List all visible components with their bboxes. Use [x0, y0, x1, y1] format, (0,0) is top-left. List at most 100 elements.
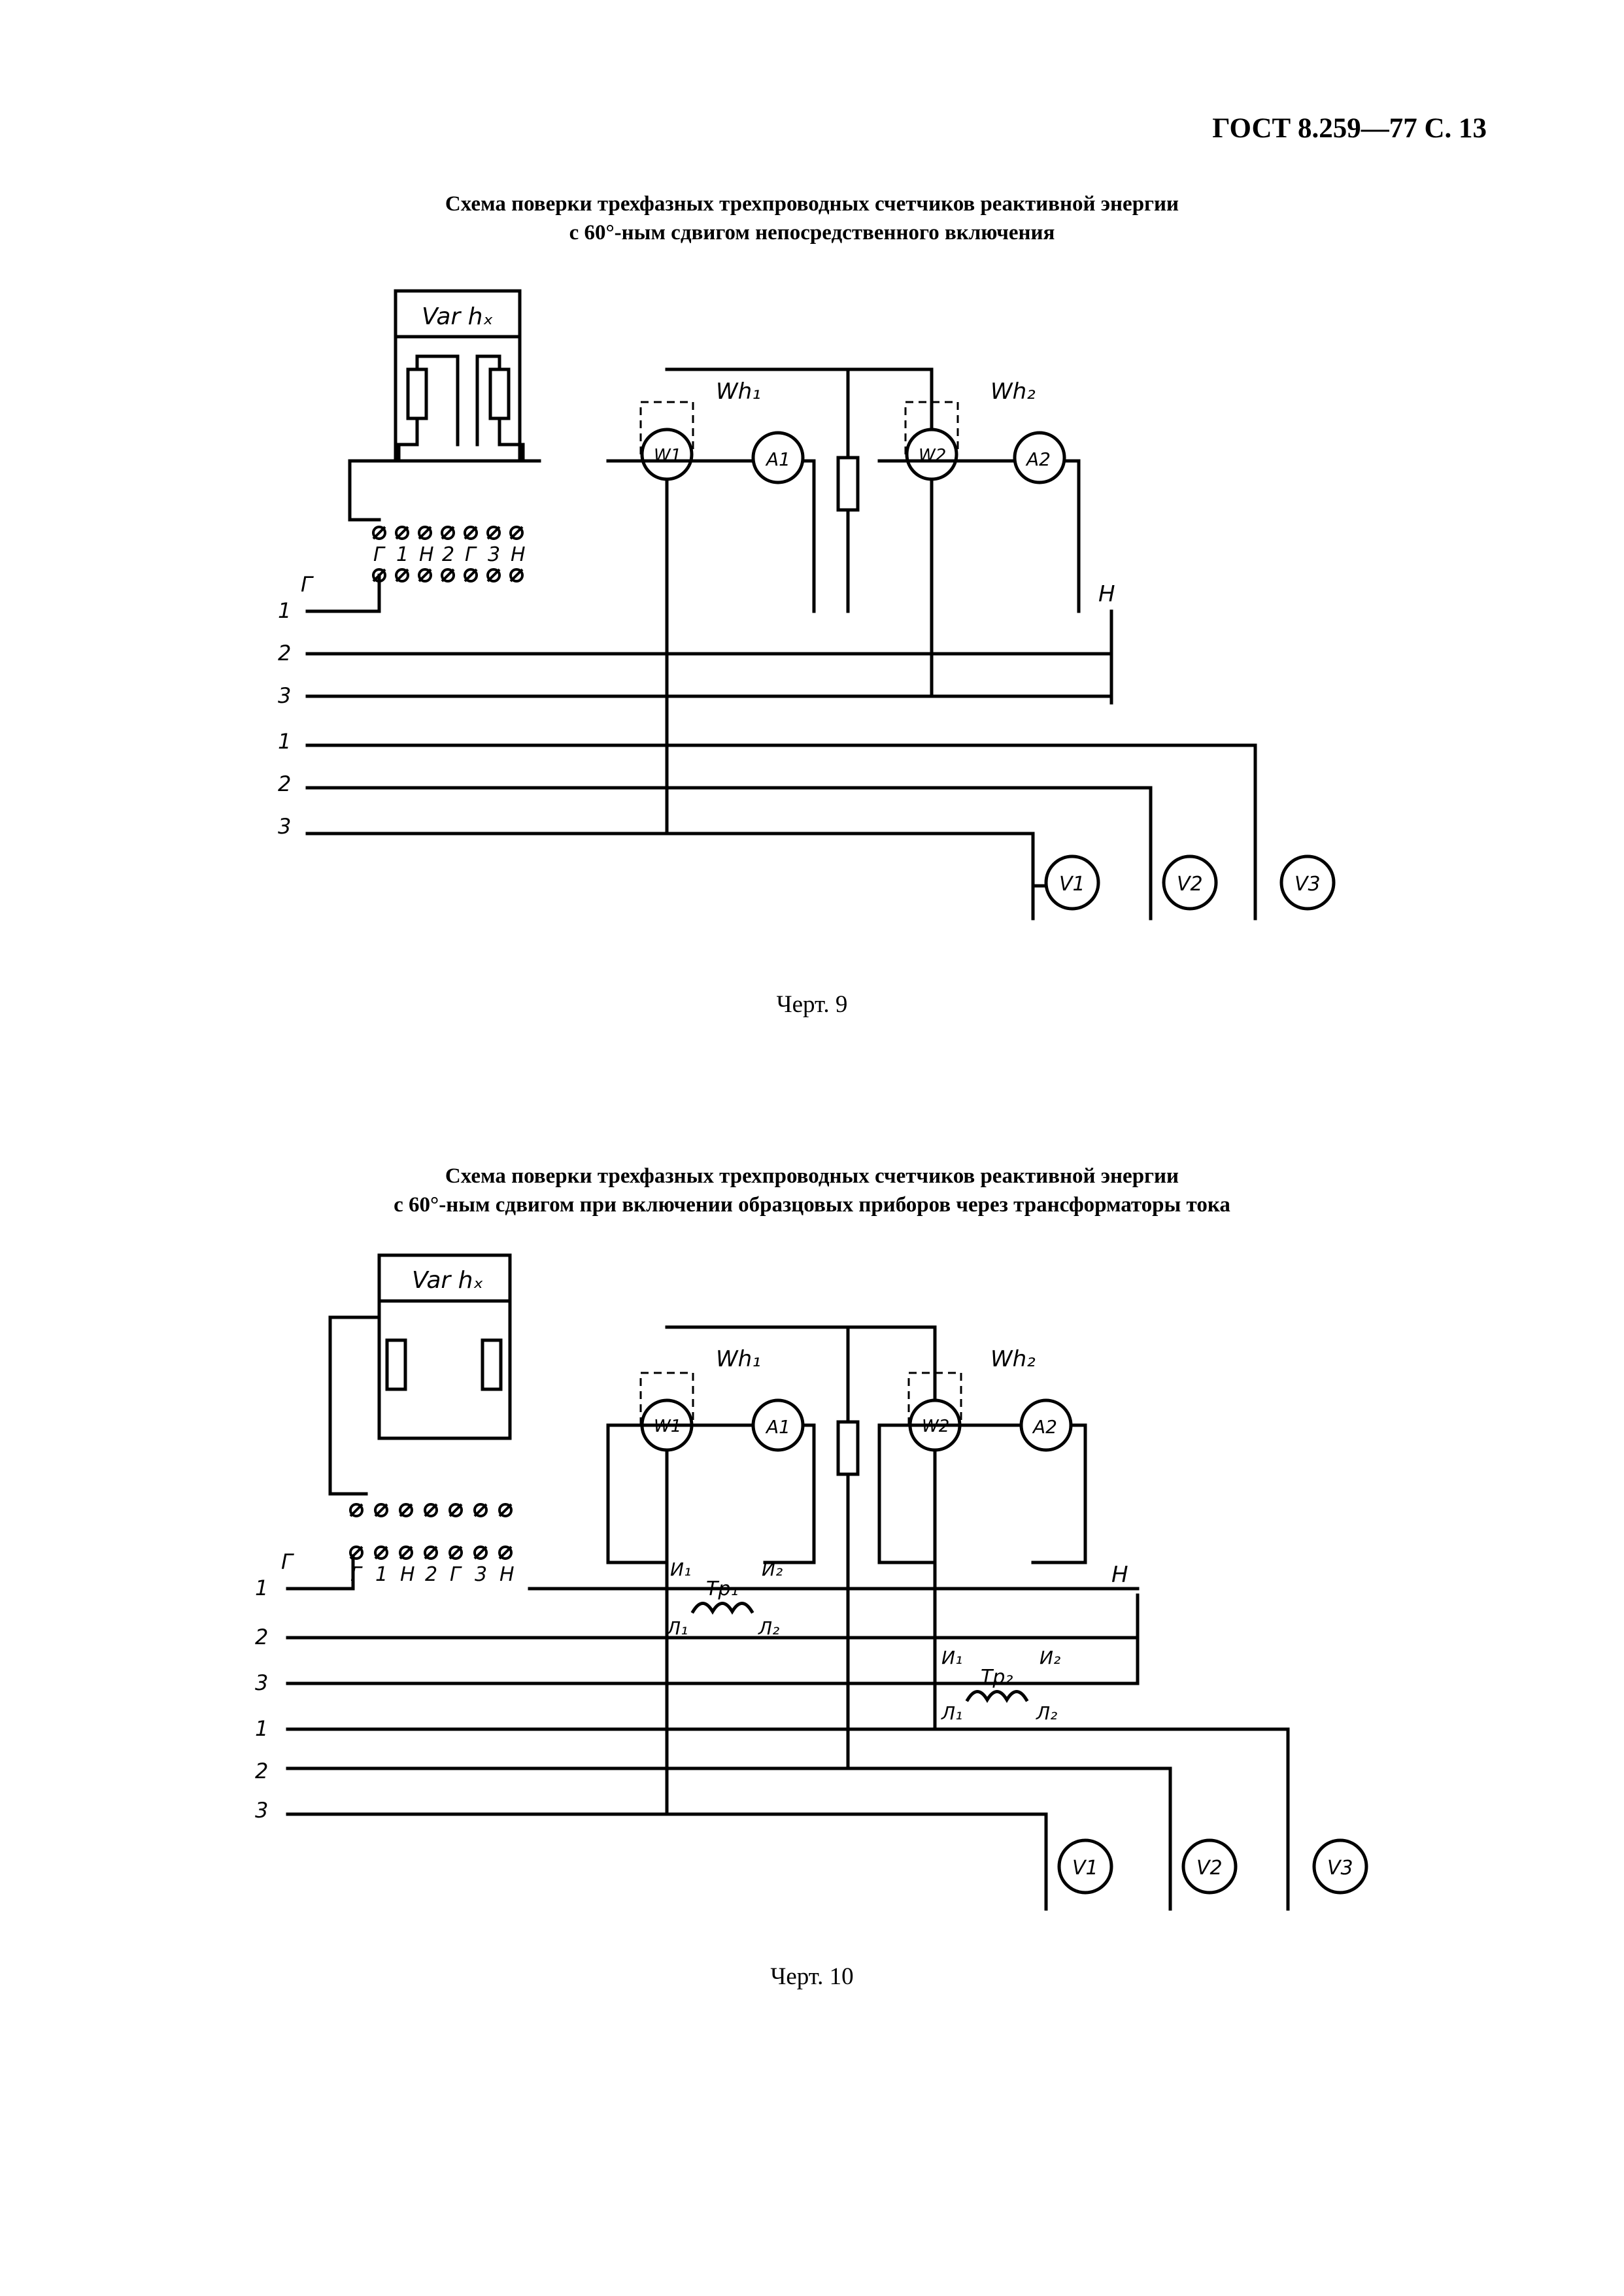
figure10-wh2-tag: Wh₂ — [990, 1346, 1036, 1372]
figure10-label-v3: 3 — [255, 1798, 268, 1823]
figure10-voltmeter-2: V2 — [1181, 1838, 1238, 1895]
figure10-title-line1: Схема поверки трехфазных трехпроводных с… — [445, 1164, 1179, 1188]
figure10-label-v1: 1 — [255, 1716, 268, 1741]
figure9-terminal-slash — [395, 526, 409, 540]
figure10-terminal-label: 1 — [375, 1563, 388, 1586]
figure9-terminal-slash — [486, 526, 501, 540]
figure10-terminal-slash — [399, 1545, 413, 1560]
figure10-line-labels: Г 1 2 3 1 2 3 — [255, 1549, 294, 1823]
figure10-label-2: 2 — [255, 1625, 268, 1649]
figure10-label-G: Г — [281, 1549, 294, 1574]
figure10-terminal-slash — [473, 1503, 488, 1517]
figure10-terminal-slash — [349, 1503, 364, 1517]
figure10-tr2-l1: Л₁ — [941, 1702, 962, 1724]
figure10-terminal-slash — [498, 1503, 513, 1517]
figure10-tr2-i1: И₁ — [941, 1647, 962, 1668]
figure10-voltmeter-1: V1 — [1057, 1838, 1113, 1895]
figure9-voltmeter-2: V2 — [1162, 854, 1218, 911]
figure9-terminal-slash — [509, 526, 524, 540]
figure9-voltmeter-1: V1 — [1031, 854, 1100, 920]
figure10-terminal-label: Н — [499, 1563, 515, 1586]
figure10-terminal-slash — [448, 1503, 463, 1517]
figure9-wattmeter-1: W1 Wh₁ — [639, 379, 761, 481]
figure10-wattmeter-1: W1 Wh₁ — [639, 1346, 761, 1452]
page-header: ГОСТ 8.259—77 С. 13 — [1212, 113, 1487, 144]
figure9-wh2-tag: Wh₂ — [990, 379, 1036, 405]
figure10-terminal-slash — [399, 1503, 413, 1517]
figure10-coil-2 — [481, 1338, 503, 1391]
figure10-transformer-1: Тр₁ И₁ И₂ Л₁ Л₂ — [666, 1559, 783, 1639]
figure9-terminal-slash — [441, 526, 455, 540]
figure9-ammeter-1: A1 — [751, 431, 805, 484]
figure10-ammeter-2: A2 — [1019, 1398, 1073, 1452]
figure10-tr1-l1: Л₁ — [666, 1617, 688, 1639]
figure9-coil-1 — [406, 367, 428, 420]
figure10-terminal-slash — [424, 1545, 438, 1560]
figure10-title-line2: с 60°-ным сдвигом при включении образцов… — [394, 1193, 1230, 1217]
figure9-label-v2: 2 — [278, 771, 291, 796]
figure10-terminal-label: Г — [450, 1563, 462, 1586]
figure9-meter-label: Var hₓ — [422, 303, 493, 330]
figure10-tr1-i2: И₂ — [762, 1559, 783, 1580]
figure9-title-line2: с 60°-ным сдвигом непосредственного вклю… — [569, 221, 1055, 245]
figure9-coil-2 — [488, 367, 511, 420]
figure9-terminal-slash — [464, 568, 478, 582]
figure9-resistor — [836, 456, 860, 512]
figure10-transformer-2: Тр₂ И₁ И₂ Л₁ Л₂ — [941, 1647, 1060, 1724]
figure9-label-1: 1 — [278, 598, 291, 623]
figure9-terminal-slash — [418, 526, 432, 540]
figure9-label-v3: 3 — [278, 814, 291, 839]
figure10-label-1: 1 — [255, 1576, 268, 1600]
figure9-line-labels: Г 1 2 3 1 2 3 — [278, 572, 314, 839]
figure10-voltmeter-3: V3 — [1312, 1838, 1368, 1895]
figure9-label-3: 3 — [278, 683, 291, 708]
figure9-terminal-slash — [464, 526, 478, 540]
figure9-terminal-label: Н — [419, 543, 434, 566]
figure10-neutral-label: Н — [1111, 1562, 1128, 1588]
figure10-label-v2: 2 — [255, 1759, 268, 1783]
figure10-terminal-slash — [374, 1503, 388, 1517]
figure9-terminal-slash — [441, 568, 455, 582]
figure10-meter-label: Var hₓ — [412, 1267, 483, 1294]
figure10-terminal-slash — [498, 1545, 513, 1560]
figure10-tr2-l2: Л₂ — [1036, 1702, 1057, 1724]
figure9-terminal-label: Г — [465, 543, 477, 566]
figure9-label-2: 2 — [278, 641, 291, 666]
figure10-terminal-slash — [473, 1545, 488, 1560]
figure10-resistor — [836, 1420, 860, 1476]
figure9-v1-label: V1 — [1059, 873, 1085, 896]
figure9-label-v1: 1 — [278, 729, 291, 754]
figure10-tr1-name: Тр₁ — [706, 1578, 738, 1600]
figure10-terminal-slash — [424, 1503, 438, 1517]
figure10-a2-label: A2 — [1032, 1416, 1057, 1438]
figure10-ammeter-1: A1 — [751, 1398, 805, 1452]
figure9-caption: Черт. 9 — [776, 991, 848, 1018]
figure9-terminal-label: 1 — [396, 543, 409, 566]
figure9-terminal-label: Н — [511, 543, 526, 566]
figure9-meter-under-test: Var hₓ — [381, 289, 541, 463]
figure9-voltmeter-3: V3 — [1279, 854, 1336, 911]
figure10-terminal-label: 3 — [475, 1563, 487, 1586]
figure9-title-line1: Схема поверки трехфазных трехпроводных с… — [445, 192, 1179, 216]
figure10-v3-label: V3 — [1327, 1857, 1353, 1880]
figure10-terminal-label: 2 — [425, 1563, 437, 1586]
figure10-a1-label: A1 — [765, 1416, 790, 1438]
figure10-meter-under-test: Var hₓ — [328, 1253, 512, 1496]
figure10-tr1-l2: Л₂ — [758, 1617, 779, 1639]
figure9-terminal-label: 3 — [488, 543, 500, 566]
figure9-terminal-slash — [372, 526, 386, 540]
figure10-wattmeter-2: W2 Wh₂ — [907, 1346, 1036, 1452]
figure10-wh1-tag: Wh₁ — [716, 1346, 761, 1372]
figure9-v3-label: V3 — [1294, 873, 1321, 896]
figure9-terminal-slash — [509, 568, 524, 582]
figure9-ammeter-2: A2 — [1013, 431, 1066, 484]
figure10-tr1-i1: И₁ — [670, 1559, 691, 1580]
figure9-wh1-tag: Wh₁ — [716, 379, 761, 405]
figure9-terminal-slash — [418, 568, 432, 582]
figure10-tr2-name: Тр₂ — [981, 1666, 1013, 1689]
figure9-neutral-label: Н — [1098, 581, 1115, 607]
figure9-terminal-slash — [486, 568, 501, 582]
